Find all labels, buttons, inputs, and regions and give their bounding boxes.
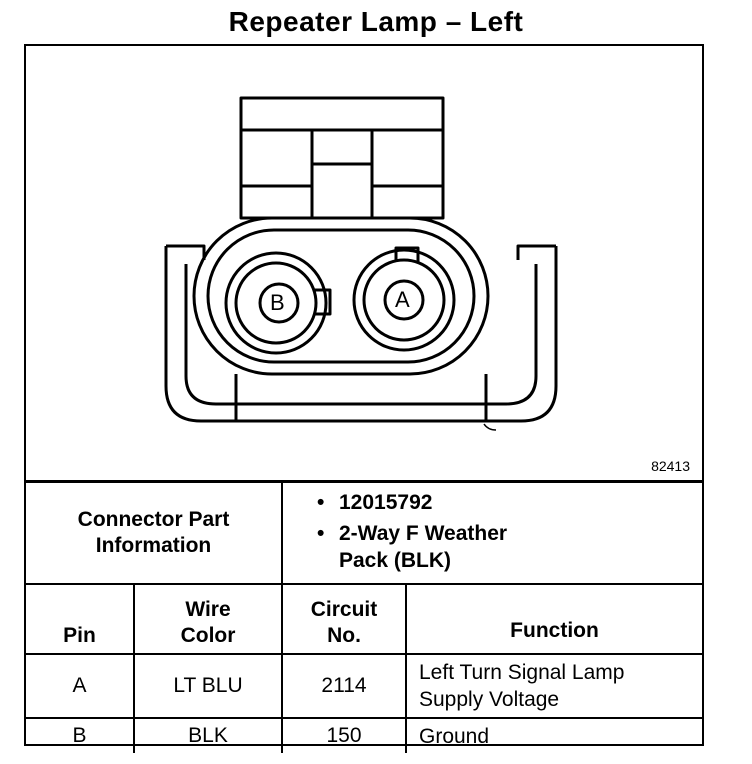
header-circuit-line1: Circuit bbox=[310, 598, 378, 621]
diagram-frame: B A 82413 Connector Part Information 120… bbox=[24, 44, 704, 753]
part-description-line1: 2-Way F Weather bbox=[339, 522, 508, 545]
cell-function-line1: Ground bbox=[419, 724, 490, 748]
part-number: 12015792 bbox=[313, 489, 702, 516]
header-wire-line2: Color bbox=[180, 624, 236, 647]
cell-function: Left Turn Signal Lamp Supply Voltage bbox=[404, 653, 703, 719]
header-function-label: Function bbox=[510, 619, 599, 642]
cell-circuit: 2114 bbox=[281, 653, 407, 719]
table-row: A LT BLU 2114 Left Turn Signal Lamp Supp… bbox=[26, 653, 703, 719]
cell-circuit: 150 bbox=[281, 717, 407, 753]
header-row: Pin Wire Color Circuit No. Function bbox=[26, 583, 703, 655]
cavity-b bbox=[224, 251, 332, 355]
part-info-label: Connector Part Information bbox=[26, 480, 283, 585]
connector-housing bbox=[164, 244, 558, 423]
cell-function-line1: Left Turn Signal Lamp bbox=[419, 661, 625, 684]
header-circuit-line2: No. bbox=[327, 624, 361, 647]
cell-wire-color: BLK bbox=[133, 717, 283, 753]
part-info-values: 12015792 2-Way F Weather Pack (BLK) bbox=[280, 480, 703, 585]
header-function: Function bbox=[404, 583, 703, 655]
part-info-label-line1: Connector Part bbox=[77, 508, 230, 531]
figure-number: 82413 bbox=[651, 458, 690, 474]
header-pin-label: Pin bbox=[63, 624, 96, 647]
connector-oval bbox=[192, 216, 490, 376]
connector-latch bbox=[239, 96, 445, 220]
cell-pin: B bbox=[26, 717, 135, 753]
part-description-line2: Pack (BLK) bbox=[339, 549, 452, 572]
table-row: B BLK 150 Ground bbox=[26, 717, 703, 753]
pin-label-a: A bbox=[395, 287, 410, 312]
connector-table: Connector Part Information 12015792 2-Wa… bbox=[26, 480, 703, 753]
page-title: Repeater Lamp – Left bbox=[228, 6, 524, 37]
cavity-a bbox=[352, 246, 456, 352]
cell-pin: A bbox=[26, 653, 135, 719]
header-pin: Pin bbox=[26, 583, 135, 655]
part-description: 2-Way F Weather Pack (BLK) bbox=[313, 520, 702, 574]
header-wire-line1: Wire bbox=[185, 598, 231, 621]
part-info-row: Connector Part Information 12015792 2-Wa… bbox=[26, 480, 703, 585]
part-info-label-line2: Information bbox=[95, 534, 212, 557]
cell-wire-color: LT BLU bbox=[133, 653, 283, 719]
header-wire-color: Wire Color bbox=[133, 583, 283, 655]
connector-drawing bbox=[164, 96, 558, 431]
header-circuit: Circuit No. bbox=[281, 583, 407, 655]
cell-function-line2: Supply Voltage bbox=[419, 688, 560, 711]
cell-function: Ground bbox=[404, 717, 703, 753]
pin-label-b: B bbox=[270, 290, 285, 315]
